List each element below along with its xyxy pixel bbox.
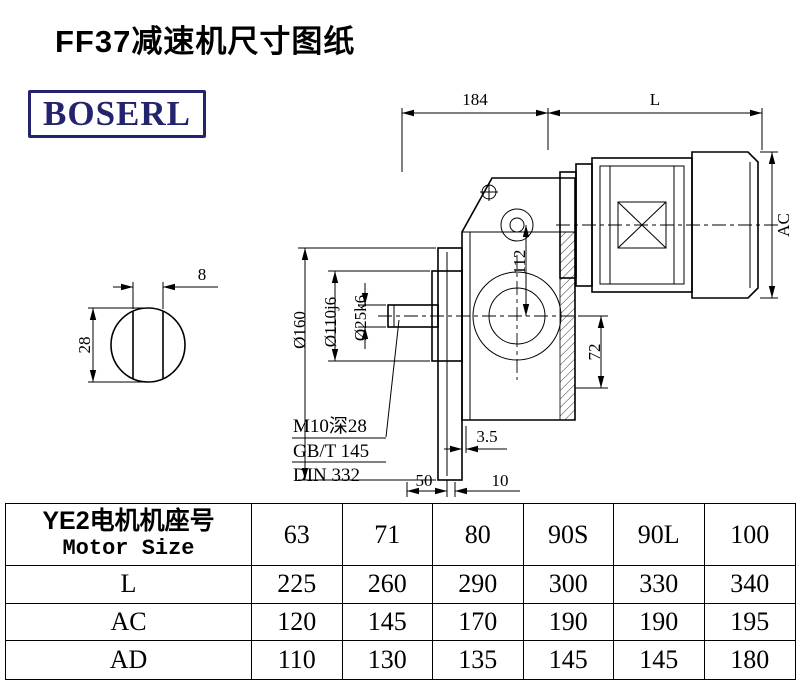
table-header-en: Motor Size — [62, 536, 195, 562]
table-value: 190 — [614, 603, 705, 642]
motor — [556, 151, 780, 299]
table-value: 130 — [343, 641, 433, 679]
column-header: 90S — [523, 504, 614, 566]
dim-8-label: 8 — [198, 265, 207, 284]
motor-size-table: YE2电机机座号 Motor Size 63 71 80 90S 90L 100… — [5, 503, 796, 680]
table-value: 145 — [342, 603, 433, 642]
table-value: 110 — [252, 641, 343, 679]
column-header: 80 — [433, 504, 524, 566]
bottom-notes: M10深28 GB/T 145 DIN 332 3.5 50 10 — [292, 319, 520, 497]
dim-d160-label: Ø160 — [290, 311, 309, 349]
table-value: 135 — [433, 641, 524, 679]
table-value: 170 — [433, 603, 524, 642]
table-value: 330 — [614, 566, 705, 604]
row-label-AC: AC — [6, 603, 252, 642]
dim-112-label: 112 — [510, 250, 529, 275]
note-din-label: DIN 332 — [293, 465, 360, 486]
table-value: 260 — [342, 566, 433, 604]
dim-72-label: 72 — [585, 344, 604, 361]
page-title: FF37减速机尺寸图纸 — [55, 24, 356, 59]
dim-d110-label: Ø110j6 — [321, 297, 340, 347]
table-value: 195 — [704, 604, 795, 642]
top-dimensions: 184 L — [401, 90, 763, 172]
output-shaft — [378, 304, 585, 328]
table-value: 300 — [523, 566, 614, 604]
table-value: 225 — [252, 566, 343, 604]
table-value: 120 — [252, 603, 343, 642]
row-label-L: L — [6, 566, 252, 604]
column-header: 63 — [252, 504, 343, 566]
ac-dimension: AC — [760, 151, 793, 299]
dim-3-5-label: 3.5 — [476, 427, 497, 446]
table-header-cn: YE2电机机座号 — [42, 507, 215, 536]
dim-ac-label: AC — [774, 213, 793, 237]
note-tap-label: M10深28 — [293, 415, 367, 437]
table-value: 145 — [524, 641, 614, 679]
shaft-section-view: 8 28 — [75, 265, 218, 383]
column-header: 71 — [342, 504, 433, 566]
dim-L-label: L — [650, 90, 660, 109]
dim-184-label: 184 — [462, 90, 488, 109]
row-label-AD: AD — [6, 641, 252, 679]
table-value: 190 — [523, 603, 614, 642]
dim-50-label: 50 — [416, 471, 433, 490]
brand-logo: BOSERL — [28, 90, 206, 138]
dim-10-label: 10 — [492, 471, 509, 490]
column-header: 100 — [704, 504, 795, 566]
table-value: 180 — [730, 645, 770, 675]
column-header: 90L — [614, 504, 705, 566]
center-distance-dimensions: 112 72 — [510, 225, 608, 389]
note-gb-label: GB/T 145 — [293, 441, 369, 462]
dim-d25-label: Ø25k6 — [351, 295, 370, 341]
table-value: 145 — [614, 641, 705, 679]
gearbox-housing — [431, 177, 576, 481]
table-value: 340 — [704, 566, 795, 604]
dim-28-label: 28 — [75, 337, 94, 354]
diameter-dimensions: Ø160 Ø110j6 Ø25k6 — [290, 247, 436, 481]
technical-drawing: 8 28 184 L — [75, 90, 793, 497]
table-value: 290 — [433, 566, 524, 604]
table-header-motor-size: YE2电机机座号 Motor Size — [6, 504, 252, 566]
